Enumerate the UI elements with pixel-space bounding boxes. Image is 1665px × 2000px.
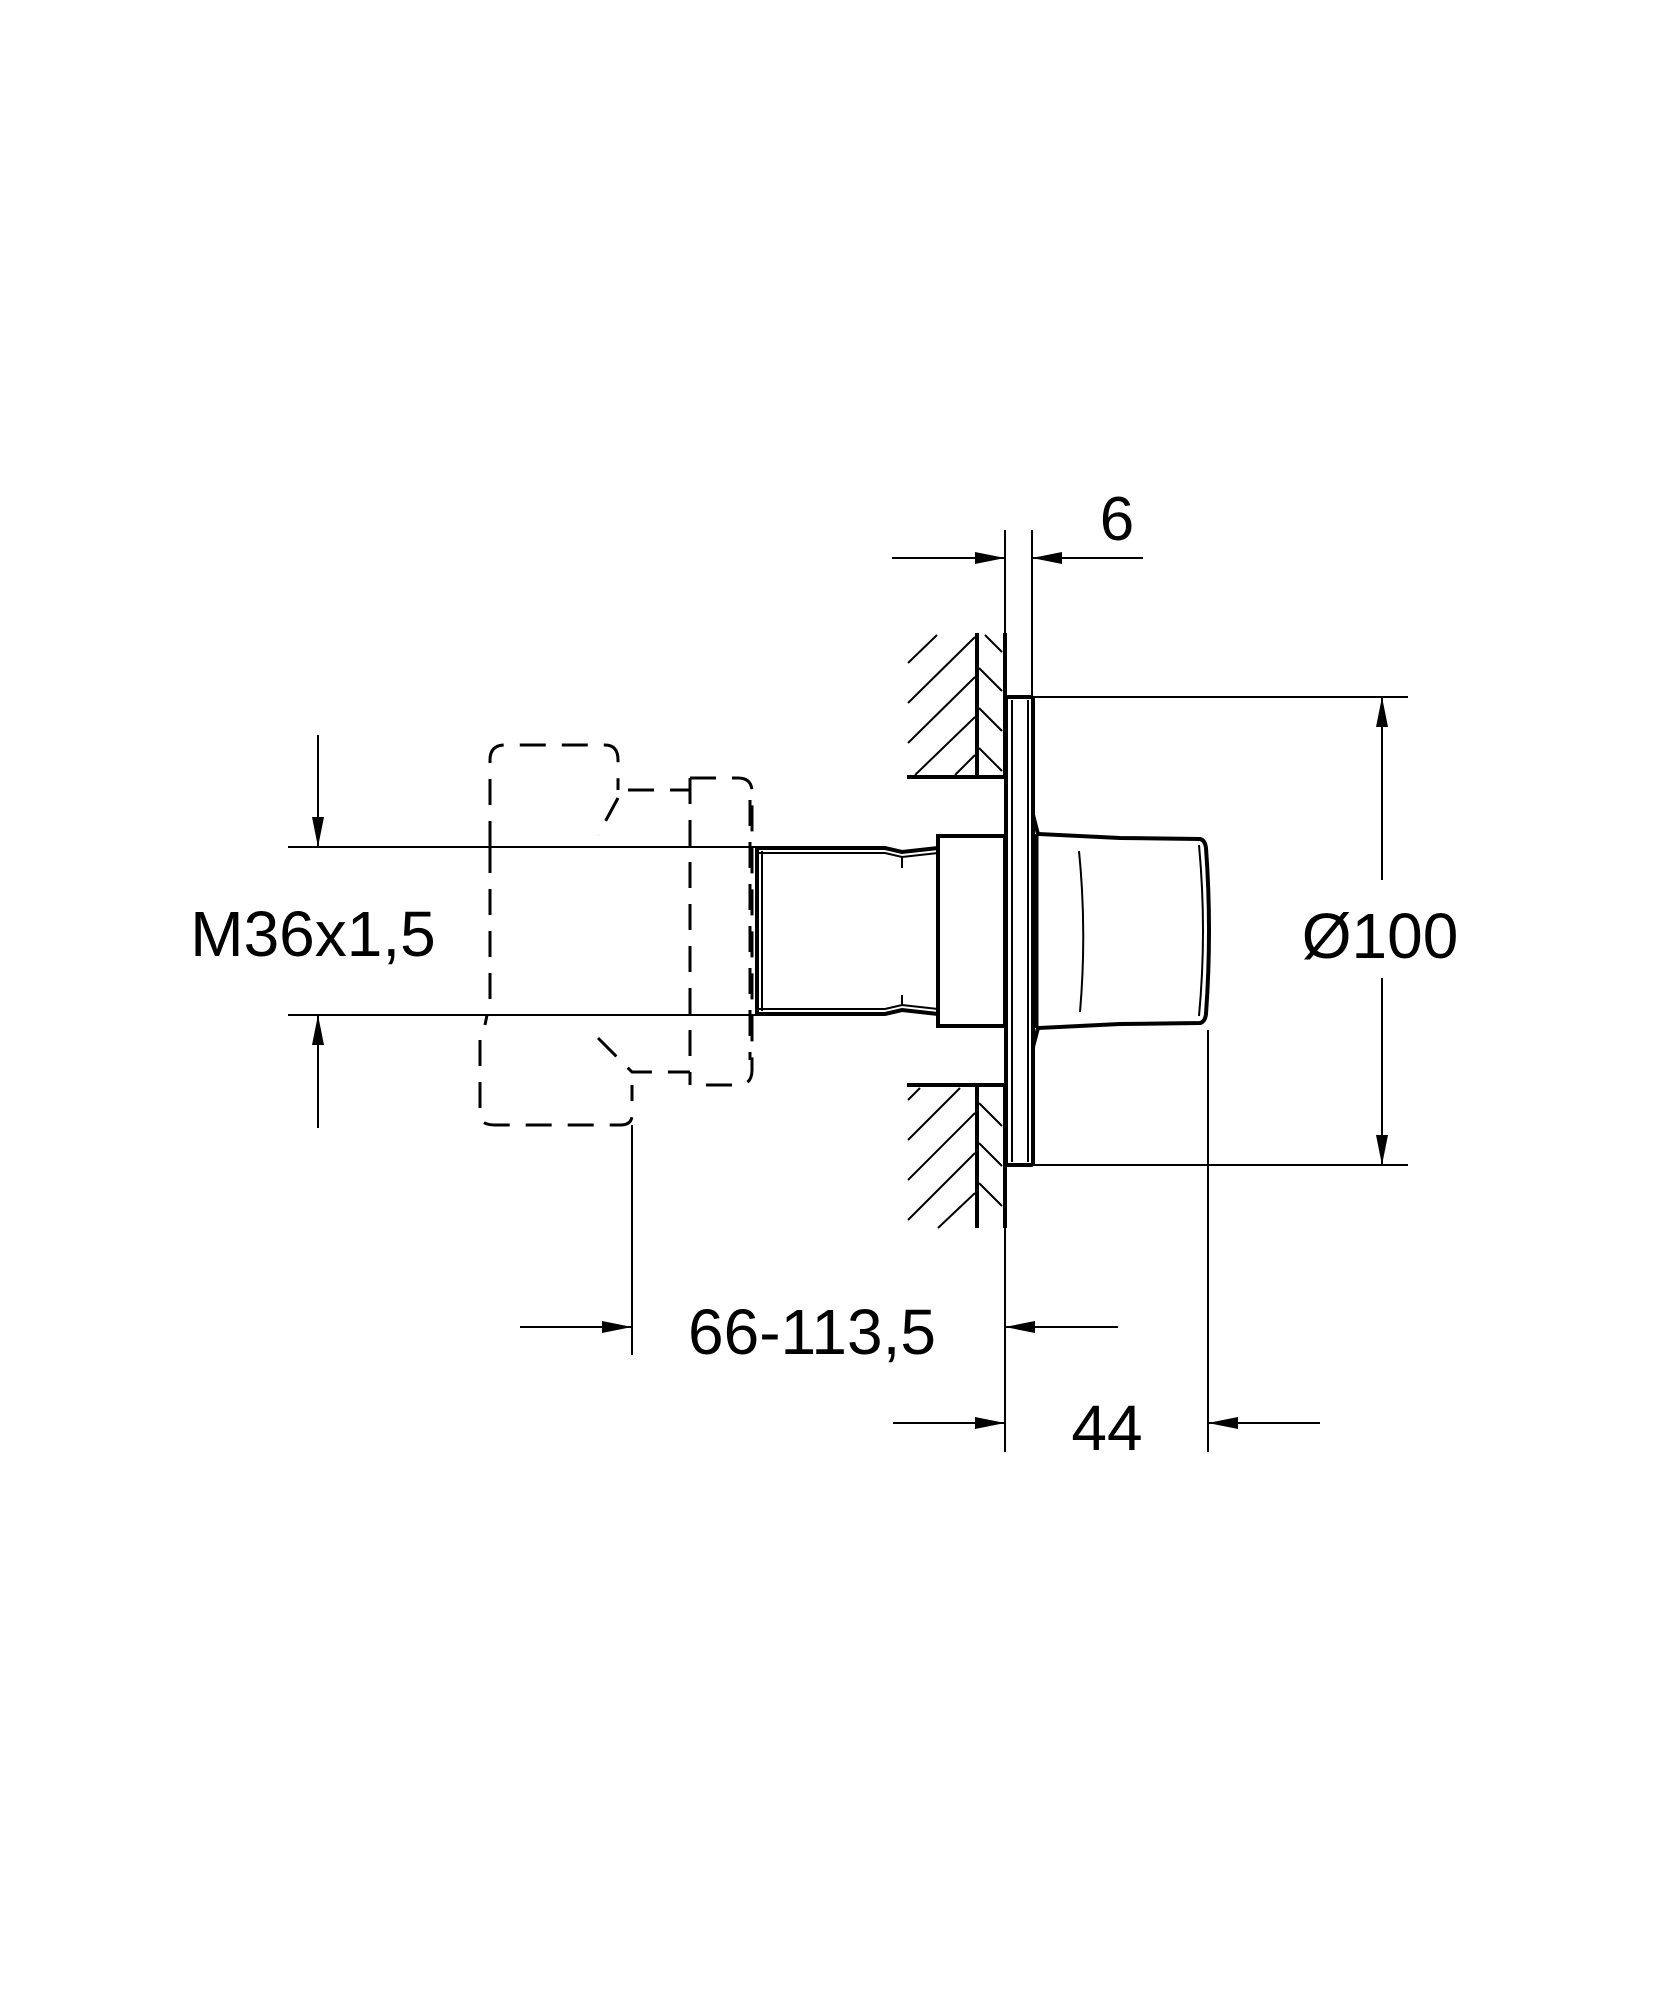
dimension-thread: M36x1,5	[190, 735, 436, 1128]
threaded-spindle	[755, 846, 939, 1016]
dimension-label-depth: 66-113,5	[688, 1296, 936, 1368]
dimension-rosette-thickness: 6	[892, 485, 1143, 564]
dimension-rosette-diameter: Ø100	[1302, 697, 1459, 1165]
wall-section-top	[907, 633, 1007, 779]
wall-section-bottom	[907, 1083, 1007, 1229]
dimension-installation-depth: 66-113,5	[520, 1296, 1118, 1368]
extension-lines	[288, 530, 1408, 1452]
dimension-label-44: 44	[1071, 1392, 1142, 1464]
dimension-label-thread: M36x1,5	[190, 898, 435, 970]
knob	[1031, 814, 1211, 1048]
dimension-label-diameter: Ø100	[1302, 900, 1459, 972]
rosette	[1004, 695, 1035, 1167]
collar	[936, 834, 1007, 1028]
concealed-body	[478, 743, 754, 1127]
dimension-projection: 44	[893, 1392, 1320, 1464]
dimension-label-6: 6	[1100, 485, 1134, 554]
